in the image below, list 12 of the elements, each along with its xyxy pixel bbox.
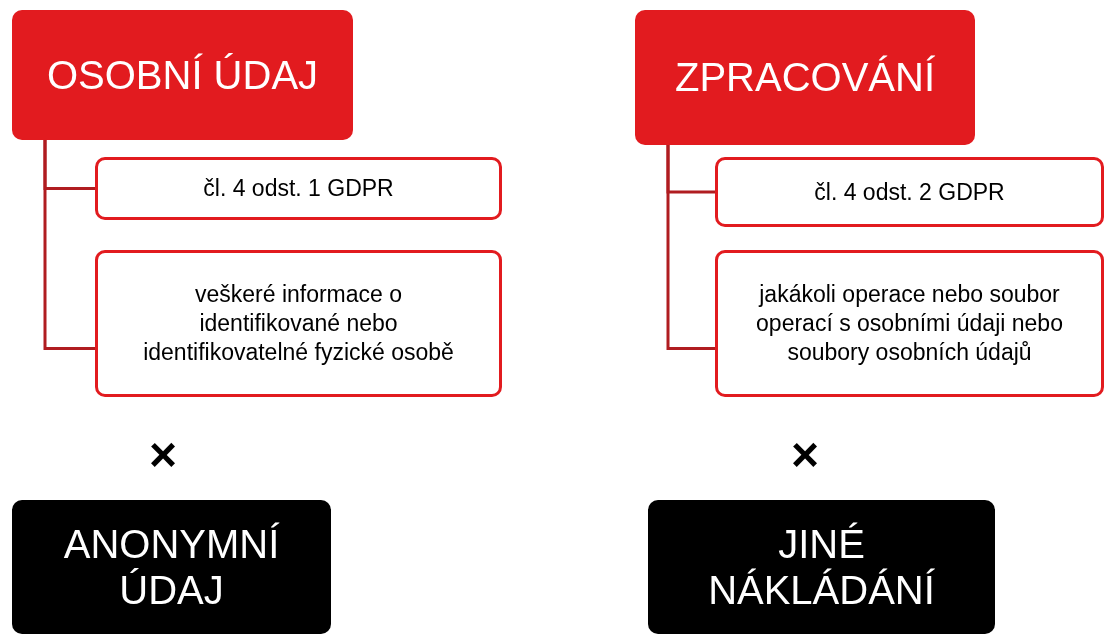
heading-box: OSOBNÍ ÚDAJ [12,10,353,140]
definition-box: čl. 4 odst. 2 GDPR [715,157,1104,227]
definition-box: jakákoli operace nebo soubor operací s osobními údaji nebo soubory osobních údajů [715,250,1104,397]
connector-line [43,140,95,350]
definition-box: čl. 4 odst. 1 GDPR [95,157,502,220]
heading-box: ANONYMNÍ ÚDAJ [12,500,331,634]
heading-box: JINÉ NÁKLÁDÁNÍ [648,500,995,634]
cross-mark: × [149,431,177,479]
connector-line [666,145,715,350]
heading-box: ZPRACOVÁNÍ [635,10,975,145]
cross-mark: × [791,431,819,479]
definition-box: veškeré informace o identifikované nebo identifikovatelné fyzické osobě [95,250,502,397]
